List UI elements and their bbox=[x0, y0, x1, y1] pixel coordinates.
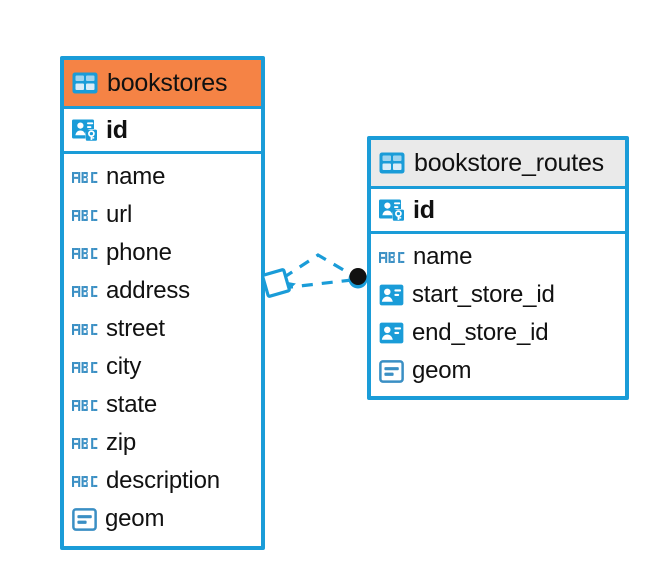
field-row-state[interactable]: state bbox=[64, 386, 261, 424]
entity-bookstore-routes[interactable]: bookstore_routes id bbox=[367, 136, 629, 400]
field-row-phone[interactable]: phone bbox=[64, 234, 261, 272]
field-label-end-store-id: end_store_id bbox=[412, 319, 549, 346]
entity-bookstores[interactable]: bookstores id bbox=[60, 56, 265, 550]
abc-icon bbox=[72, 283, 98, 300]
geometry-icon bbox=[72, 507, 97, 531]
abc-icon bbox=[72, 435, 98, 452]
entity-header-bookstores[interactable]: bookstores bbox=[64, 60, 261, 106]
abc-icon bbox=[72, 169, 98, 186]
geometry-icon bbox=[379, 359, 404, 383]
diamond-marker bbox=[261, 268, 296, 298]
abc-icon bbox=[72, 397, 98, 414]
primary-key-icon bbox=[72, 117, 98, 143]
foreign-key-icon bbox=[379, 284, 404, 306]
filled-circle-marker bbox=[348, 268, 368, 289]
relationship-line-lower bbox=[281, 278, 353, 290]
field-row-address[interactable]: address bbox=[64, 272, 261, 310]
table-icon bbox=[379, 152, 405, 174]
field-label-state: state bbox=[106, 391, 158, 418]
table-icon bbox=[72, 72, 98, 94]
abc-icon bbox=[72, 245, 98, 262]
field-label-url: url bbox=[106, 201, 133, 228]
abc-icon bbox=[72, 321, 98, 338]
field-label-street: street bbox=[106, 315, 165, 342]
field-row-city[interactable]: city bbox=[64, 348, 261, 386]
field-label-city: city bbox=[106, 353, 142, 380]
field-label-id: id bbox=[106, 115, 128, 144]
field-row-end-store-id[interactable]: end_store_id bbox=[371, 314, 625, 352]
field-list-bookstore-routes: name start_store_id bbox=[371, 234, 625, 396]
relationship-line-upper bbox=[282, 253, 353, 280]
abc-icon bbox=[379, 249, 405, 266]
field-row-start-store-id[interactable]: start_store_id bbox=[371, 276, 625, 314]
primary-key-icon bbox=[379, 197, 405, 223]
field-label-start-store-id: start_store_id bbox=[412, 281, 555, 308]
field-label-geom: geom bbox=[105, 505, 165, 532]
entity-header-bookstore-routes[interactable]: bookstore_routes bbox=[371, 140, 625, 186]
field-label-name: name bbox=[106, 163, 166, 190]
field-row-primary-key[interactable]: id bbox=[371, 186, 625, 234]
field-row-primary-key[interactable]: id bbox=[64, 106, 261, 154]
entity-title-bookstores: bookstores bbox=[107, 68, 228, 97]
field-row-zip[interactable]: zip bbox=[64, 424, 261, 462]
field-label-address: address bbox=[106, 277, 190, 304]
field-row-geom[interactable]: geom bbox=[64, 500, 261, 538]
field-label-zip: zip bbox=[106, 429, 137, 456]
field-label-id: id bbox=[413, 195, 435, 224]
field-list-bookstores: name u bbox=[64, 154, 261, 544]
foreign-key-icon bbox=[379, 322, 404, 344]
field-label-geom: geom bbox=[412, 357, 472, 384]
field-row-name[interactable]: name bbox=[371, 238, 625, 276]
field-row-url[interactable]: url bbox=[64, 196, 261, 234]
field-row-description[interactable]: description bbox=[64, 462, 261, 500]
abc-icon bbox=[72, 473, 98, 490]
field-row-geom[interactable]: geom bbox=[371, 352, 625, 390]
field-label-name: name bbox=[413, 243, 473, 270]
field-row-name[interactable]: name bbox=[64, 158, 261, 196]
field-label-phone: phone bbox=[106, 239, 172, 266]
field-label-description: description bbox=[106, 467, 220, 494]
entity-title-bookstore-routes: bookstore_routes bbox=[414, 148, 604, 177]
abc-icon bbox=[72, 359, 98, 376]
abc-icon bbox=[72, 207, 98, 224]
field-row-street[interactable]: street bbox=[64, 310, 261, 348]
